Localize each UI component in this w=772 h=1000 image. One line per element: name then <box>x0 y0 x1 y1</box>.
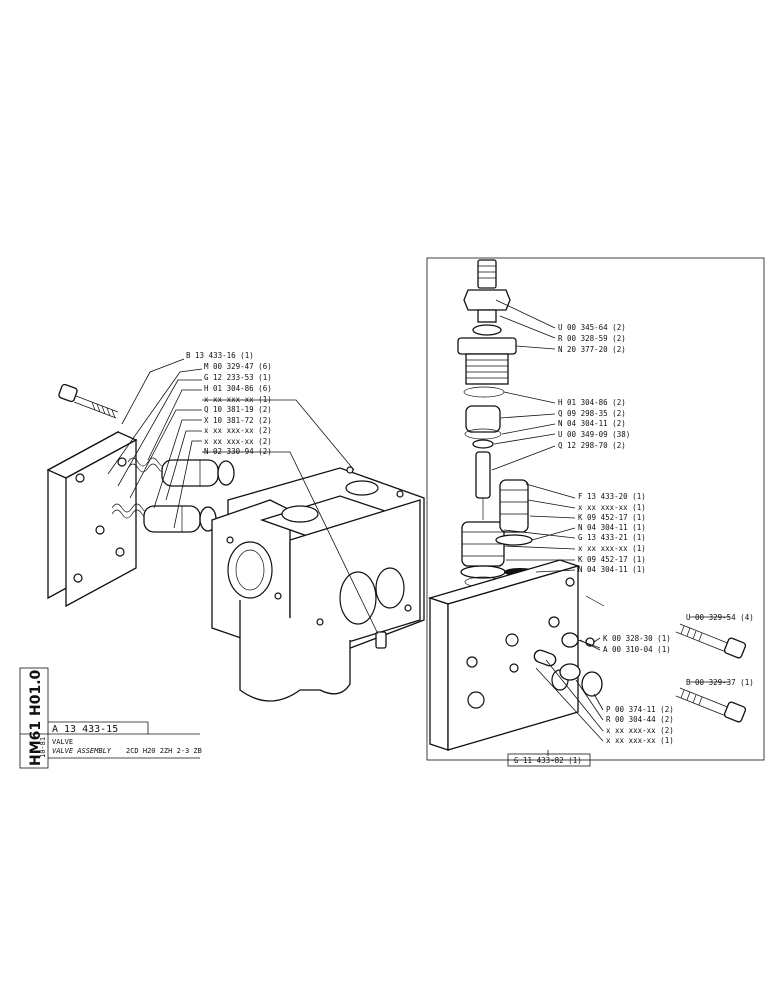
callout-label: K 09 452-17 (1) <box>578 513 646 522</box>
callout-label: A 00 310-04 (1) <box>603 645 671 654</box>
callout-label: X 10 381-72 (2) <box>204 416 272 425</box>
callout-label: P 00 374-11 (2) <box>606 705 674 714</box>
callout-label: Q 10 381-19 (2) <box>204 405 272 414</box>
side-code: HM61 H01.0 <box>28 669 44 766</box>
title-text: VALVE <box>52 738 73 746</box>
callout-label: x xx xxx-xx (2) <box>606 726 674 735</box>
doc-number: A 13 433-15 <box>52 724 118 735</box>
long-bolt-upper <box>675 623 747 659</box>
spool-lower <box>143 505 217 533</box>
spool-upper <box>161 459 235 487</box>
callout-label: B 13 433-16 (1) <box>186 351 254 360</box>
date-text: 10-81 <box>39 737 47 758</box>
left-callouts: B 13 433-16 (1) M 00 329-47 (6) G 12 233… <box>186 351 272 456</box>
callout-label: x xx xxx-xx (2) <box>204 426 272 435</box>
spring-upper <box>127 457 169 473</box>
cover-plate <box>46 430 138 608</box>
callout-label: G 12 233-53 (1) <box>204 373 272 382</box>
right-leader-lines <box>491 299 730 756</box>
callout-label: x xx xxx-xx (2) <box>204 437 272 446</box>
block-label: G 11 433-82 (1) <box>514 756 582 765</box>
callout-label: R 00 328-59 (2) <box>558 334 626 343</box>
callout-label: H 01 304-86 (2) <box>558 398 626 407</box>
callout-label: N 04 304-11 (1) <box>578 565 646 574</box>
right-callouts-bottom: P 00 374-11 (2) R 00 304-44 (2) x xx xxx… <box>606 705 674 745</box>
callout-label: M 00 329-47 (6) <box>204 362 272 371</box>
valve-body <box>211 466 425 702</box>
title-block: HM61 H01.0 A 13 433-15 VALVE VALVE ASSEM… <box>19 667 202 769</box>
callout-label: Q 12 298-70 (2) <box>558 441 626 450</box>
callout-label: Q 09 298-35 (2) <box>558 409 626 418</box>
detail-frame <box>426 257 765 761</box>
right-callouts-mid: F 13 433-20 (1) x xx xxx-xx (1) K 09 452… <box>578 492 646 574</box>
callout-label: x xx xxx-xx (1) <box>204 395 272 404</box>
callout-label: x xx xxx-xx (1) <box>578 503 646 512</box>
callout-label: x xx xxx-xx (1) <box>578 544 646 553</box>
cover-bolt <box>58 383 119 419</box>
callout-label: x xx xxx-xx (1) <box>606 736 674 745</box>
cartridge-stack <box>457 259 517 588</box>
callout-label: N 04 304-11 (2) <box>558 419 626 428</box>
callout-label: U 00 349-09 (38) <box>558 430 630 439</box>
block-label-box: G 11 433-82 (1) <box>507 753 591 767</box>
callout-label: N 04 304-11 (1) <box>578 523 646 532</box>
manifold-block <box>427 559 581 751</box>
callout-label: N 20 377-20 (2) <box>558 345 626 354</box>
bolt-callouts: U 00 329-54 (4) B 00 329-37 (1) <box>686 613 754 687</box>
right-callouts-top: U 00 345-64 (2) R 00 328-59 (2) N 20 377… <box>558 323 630 450</box>
right-callouts-low: K 00 328-30 (1) A 00 310-04 (1) <box>603 634 671 654</box>
callout-label: R 00 304-44 (2) <box>606 715 674 724</box>
callout-label: K 09 452-17 (1) <box>578 555 646 564</box>
left-valve-assembly <box>46 358 425 702</box>
model-text: 2CD H20 2ZH 2-3 ZB <box>126 747 202 755</box>
callout-label: K 00 328-30 (1) <box>603 634 671 643</box>
callout-label: N 02 330-94 (2) <box>204 447 272 456</box>
callout-label: U 00 329-54 (4) <box>686 613 754 622</box>
callout-label: F 13 433-20 (1) <box>578 492 646 501</box>
callout-label: H 01 304-86 (6) <box>204 384 272 393</box>
long-bolt-lower <box>675 687 747 723</box>
callout-label: U 00 345-64 (2) <box>558 323 626 332</box>
subtitle-text: VALVE ASSEMBLY <box>52 747 112 755</box>
callout-label: B 00 329-37 (1) <box>686 678 754 687</box>
callout-label: G 13 433-21 (1) <box>578 533 646 542</box>
